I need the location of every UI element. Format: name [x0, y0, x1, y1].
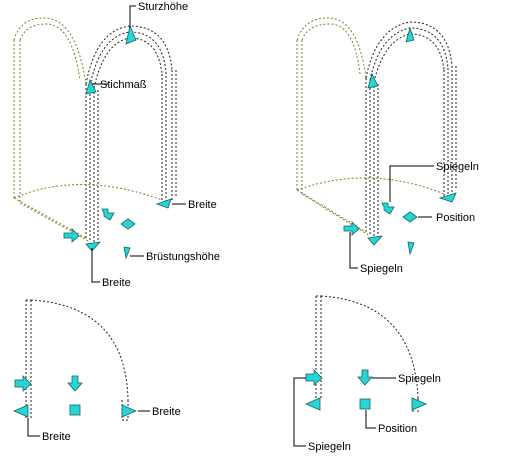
tr-left-arrow-grip[interactable]	[343, 221, 360, 236]
leaders-3d-right	[349, 165, 434, 269]
breite-grip-bottom[interactable]	[85, 241, 102, 252]
grips-plan-left[interactable]	[12, 375, 138, 418]
bl-right-arrow-grip[interactable]	[14, 375, 32, 392]
leaders-plan-right	[293, 377, 396, 447]
stichmass-label: Stichmaß	[100, 79, 147, 91]
bl-breite-right-label: Breite	[152, 406, 181, 418]
tr-position-grip[interactable]	[402, 211, 418, 223]
tr-spiegeln-bottom-label: Spiegeln	[360, 263, 403, 275]
leaders-3d-left	[91, 5, 186, 283]
grips-3d-right[interactable]	[343, 26, 457, 256]
view-3d-left	[13, 17, 177, 244]
grips-plan-right[interactable]	[304, 369, 428, 411]
br-spiegeln-bottom-label: Spiegeln	[308, 441, 351, 453]
br-right-triangle-grip[interactable]	[411, 397, 428, 411]
br-spiegeln-top-label: Spiegeln	[398, 373, 441, 385]
view-3d-right	[296, 17, 457, 240]
tr-mirror-grip[interactable]	[381, 202, 395, 215]
plan-left	[25, 299, 129, 421]
bl-breite-left-label: Breite	[42, 431, 71, 443]
br-right-arrow-grip[interactable]	[305, 369, 323, 386]
tr-position-label: Position	[436, 212, 475, 224]
tr-bruestung-grip[interactable]	[407, 241, 415, 256]
sturzhoehe-label: Sturzhöhe	[138, 1, 188, 13]
bruestungshoehe-grip[interactable]	[123, 246, 131, 260]
breite-label-bottom: Breite	[102, 277, 131, 289]
breite-grip-right[interactable]	[155, 198, 172, 209]
mirror-arrow-grip[interactable]	[101, 208, 115, 221]
bl-position-grip[interactable]	[69, 404, 81, 416]
tr-stich-grip[interactable]	[367, 72, 379, 89]
left-arrow-grip[interactable]	[63, 228, 80, 243]
bl-right-triangle-grip[interactable]	[121, 404, 138, 418]
breite-label-right: Breite	[188, 199, 217, 211]
leaders-plan-left	[27, 410, 150, 437]
tr-top-grip[interactable]	[405, 26, 415, 43]
br-position-label: Position	[378, 423, 417, 435]
position-grip[interactable]	[120, 218, 136, 230]
tr-breite-grip[interactable]	[438, 192, 457, 203]
bl-left-triangle-grip[interactable]	[12, 404, 29, 418]
grips-3d-left[interactable]	[63, 24, 172, 260]
stichmass-grip[interactable]	[85, 78, 97, 95]
tr-spiegeln-top-label: Spiegeln	[436, 161, 479, 173]
br-left-triangle-grip[interactable]	[304, 397, 321, 411]
sturzhoehe-grip[interactable]	[125, 24, 137, 45]
bruestungshoehe-label: Brüstungshöhe	[146, 251, 220, 263]
bl-down-arrow-grip[interactable]	[67, 375, 83, 392]
br-position-grip[interactable]	[359, 398, 371, 410]
br-down-arrow-grip[interactable]	[357, 369, 373, 386]
tr-bottom-grip[interactable]	[367, 235, 384, 246]
plan-right	[315, 295, 419, 412]
